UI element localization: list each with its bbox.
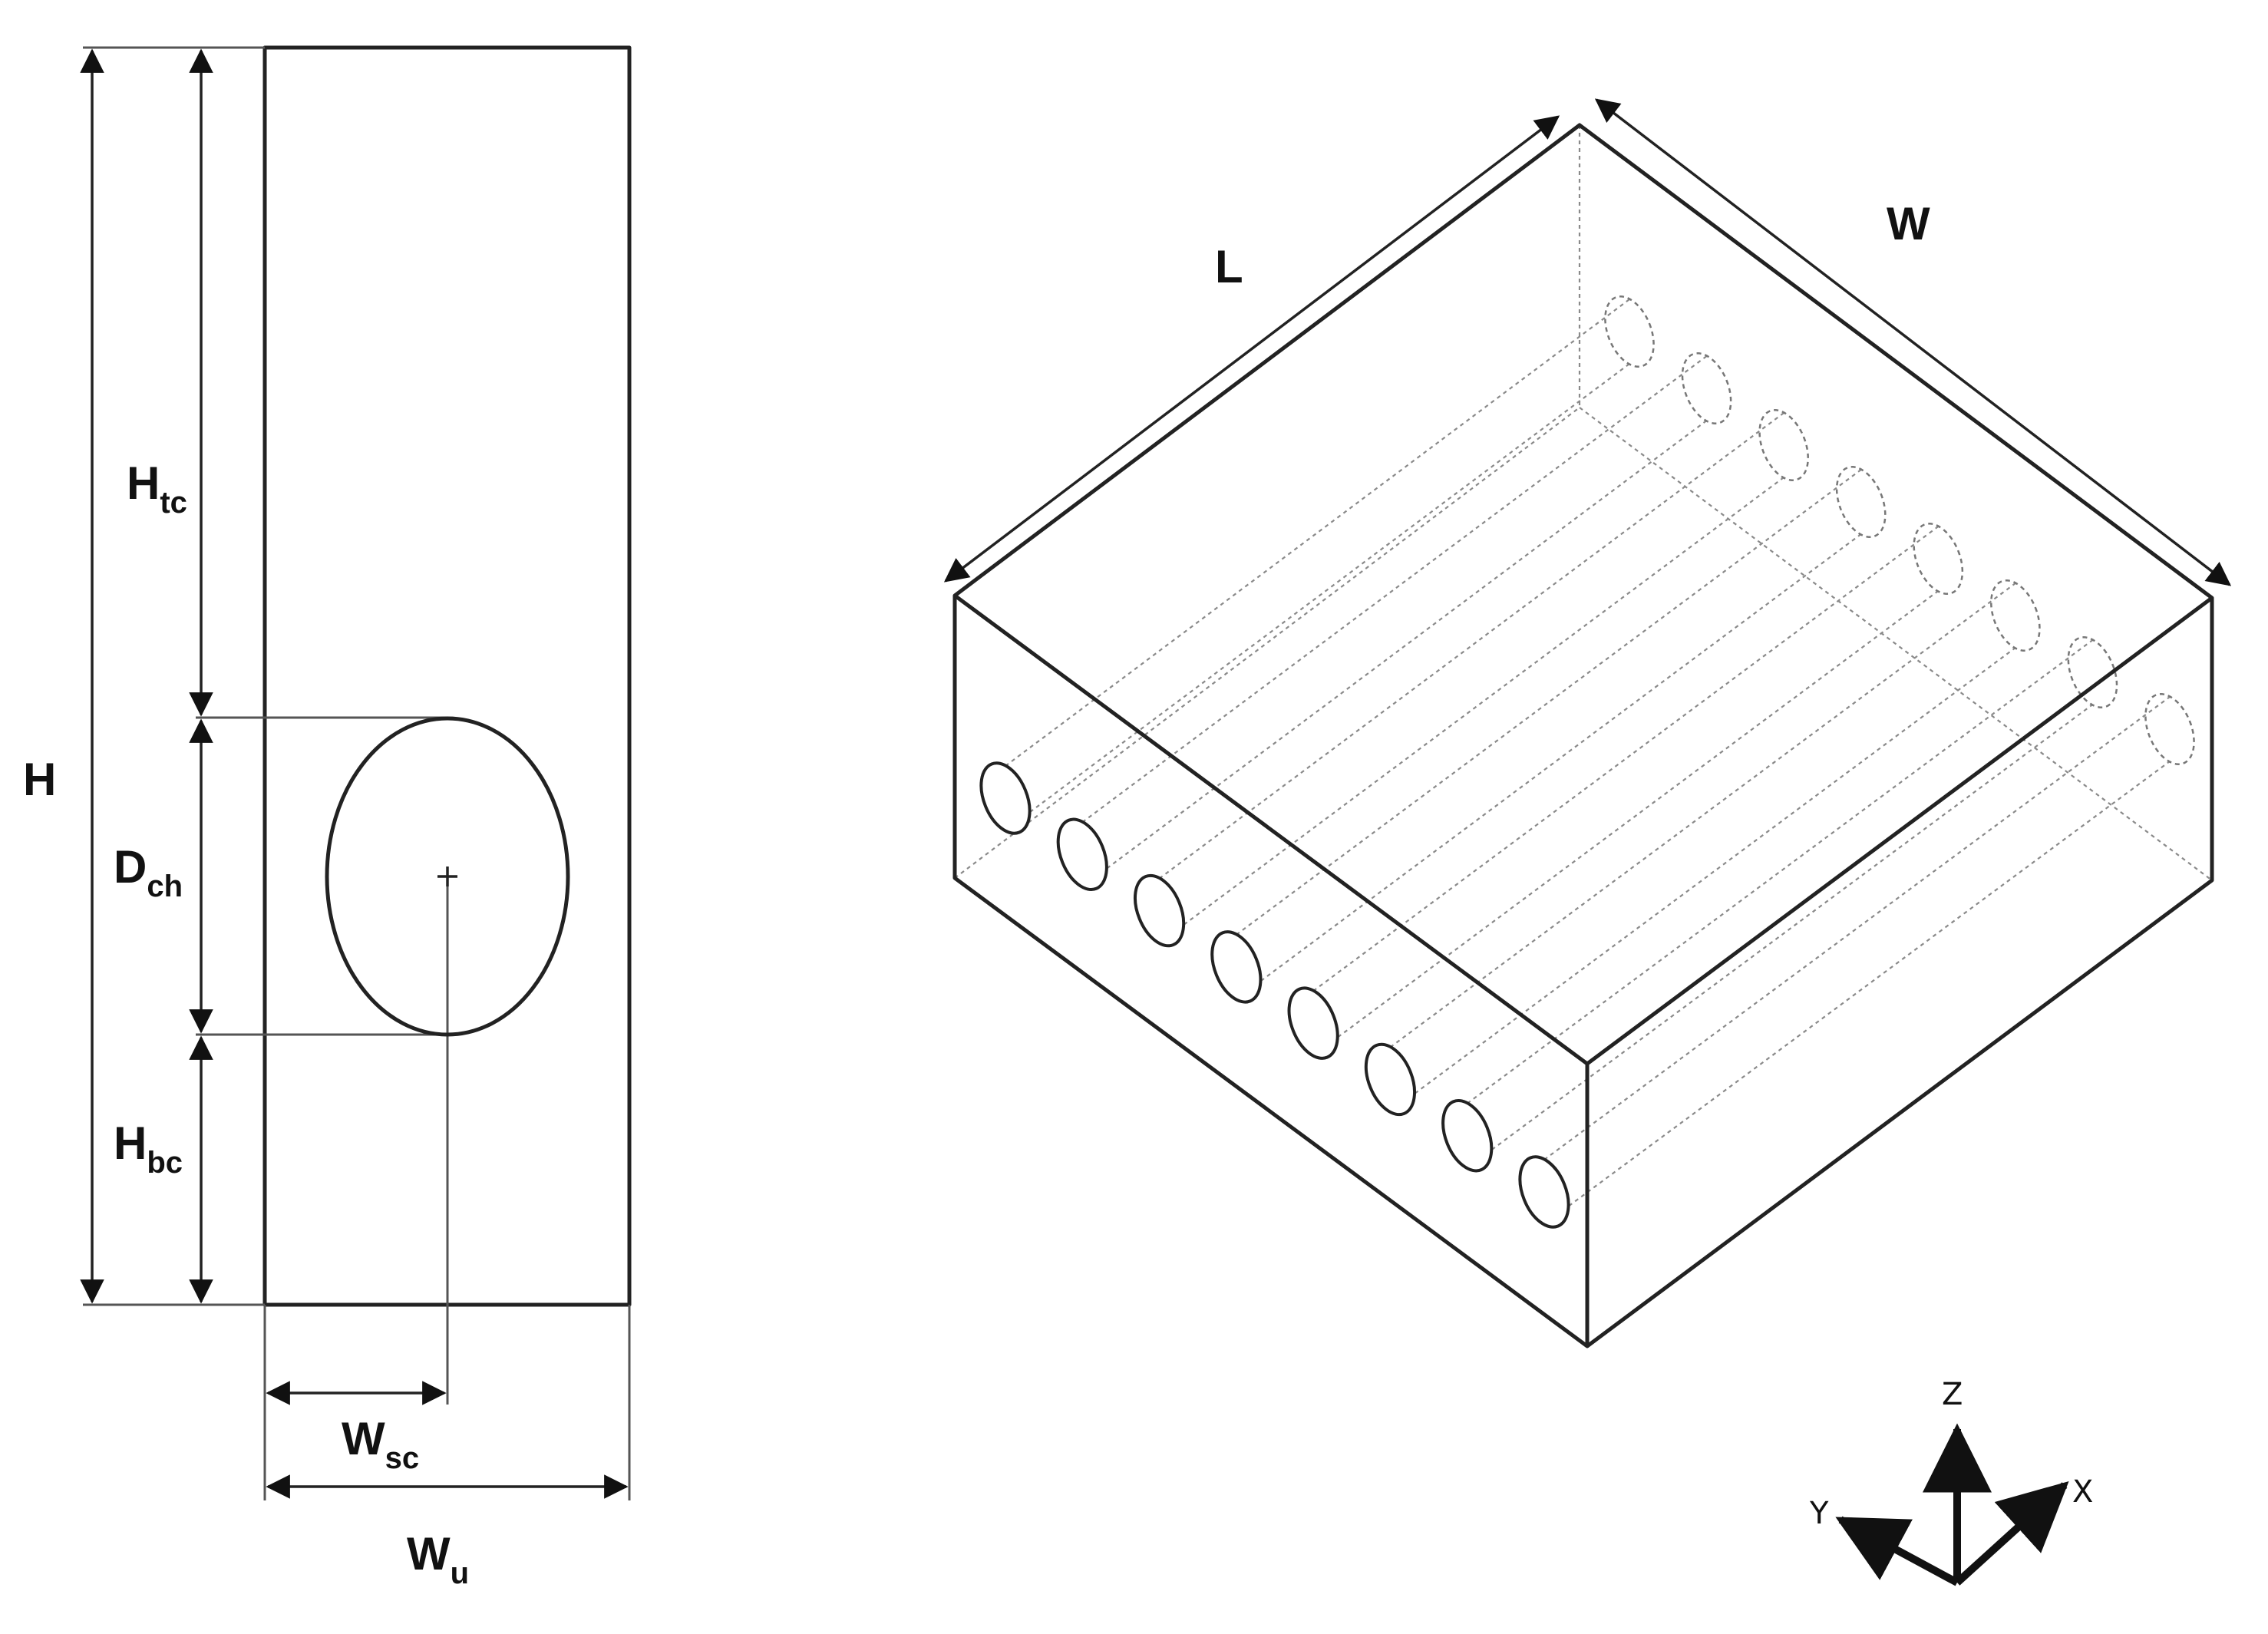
axes-triad: Z X Y xyxy=(1809,1377,2093,1586)
side-cover-width-main: W xyxy=(342,1413,385,1464)
bottom-cover-height-main: H xyxy=(114,1117,147,1169)
channel-back-opening xyxy=(1604,295,1655,368)
unit-width-label: Wu xyxy=(407,1528,469,1590)
channel-back-opening xyxy=(1913,523,1964,595)
channel-back-opening xyxy=(2144,693,2195,765)
channel-front-opening xyxy=(1210,930,1263,1004)
width-dimension-arrow xyxy=(1594,98,2232,586)
channel-back-opening xyxy=(1990,579,2041,652)
channel-wall-bottom xyxy=(1543,761,2171,1225)
side-cover-width-label: Wsc xyxy=(342,1413,419,1475)
channel-back-opening xyxy=(2067,636,2118,708)
block-front-right-face xyxy=(1586,598,2214,1348)
height-label: H xyxy=(23,754,56,805)
channel-circle xyxy=(325,716,570,1037)
channel-wall-bottom xyxy=(1467,704,2094,1169)
side-cover-width-subscript: sc xyxy=(385,1441,420,1475)
bottom-cover-height-label: Hbc xyxy=(114,1117,183,1180)
channel-front-opening xyxy=(1287,986,1339,1060)
length-label: L xyxy=(1215,241,1243,292)
x-axis-arrow xyxy=(1954,1481,2069,1586)
cross-section-view: H Htc Dch Hbc Wsc Wu xyxy=(23,45,632,1590)
channel-wall-top xyxy=(1543,696,2171,1160)
channel-front-opening xyxy=(1518,1155,1570,1229)
block-outline xyxy=(952,123,2214,1348)
bottom-cover-height-subscript: bc xyxy=(147,1146,183,1180)
channel-back-opening xyxy=(1758,409,1809,481)
top-cover-height-subscript: tc xyxy=(160,486,187,520)
channel-diameter-main: D xyxy=(114,841,147,893)
unit-width-subscript: u xyxy=(451,1556,469,1590)
x-axis-label: X xyxy=(2072,1474,2093,1510)
isometric-view: L W xyxy=(943,98,2232,1348)
unit-width-main: W xyxy=(407,1528,451,1580)
width-label: W xyxy=(1887,198,1930,249)
channel-front-opening xyxy=(1441,1098,1494,1173)
channel-wall-top xyxy=(1081,355,1708,824)
channel-diameter-subscript: ch xyxy=(147,870,183,903)
channel-center-mark xyxy=(437,867,457,886)
hidden-back-right-edge xyxy=(1579,407,2213,881)
top-cover-height-label: Htc xyxy=(127,457,187,520)
hidden-back-left-edge xyxy=(954,407,1580,879)
channel-front-opening xyxy=(1056,817,1108,892)
y-axis-arrow xyxy=(1835,1516,1959,1586)
top-cover-height-main: H xyxy=(127,457,160,509)
block-front-left-face xyxy=(952,596,1590,1348)
channel-front-opening xyxy=(979,761,1032,835)
channel-front-opening xyxy=(1133,873,1186,948)
z-axis-label: Z xyxy=(1942,1377,1963,1412)
channel-front-opening xyxy=(1364,1042,1417,1117)
channel-back-opening xyxy=(1835,466,1887,538)
length-dimension-arrow xyxy=(943,115,1560,583)
channel-back-opening xyxy=(1681,352,1732,424)
channel-wall-top xyxy=(1005,299,1630,767)
y-axis-label: Y xyxy=(1809,1496,1829,1531)
channel-diameter-label: Dch xyxy=(114,841,183,903)
